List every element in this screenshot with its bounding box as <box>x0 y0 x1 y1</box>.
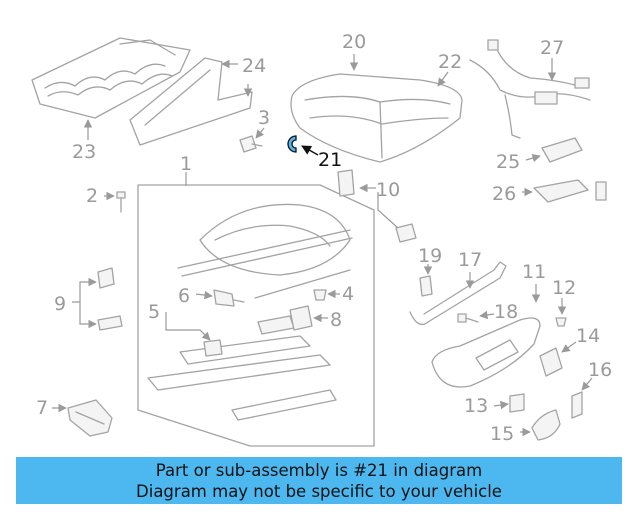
banner-line-2: Diagram may not be specific to your vehi… <box>136 482 502 501</box>
label-9: 9 <box>54 293 66 315</box>
part-9-brackets <box>72 267 123 331</box>
part-6-motor <box>195 289 245 307</box>
part-26-bracket <box>522 179 607 203</box>
banner-line-1: Part or sub-assembly is #21 in diagram <box>155 461 483 480</box>
part-22-cover <box>437 71 449 87</box>
part-7-component <box>52 399 113 437</box>
label-16: 16 <box>588 359 612 381</box>
label-19: 19 <box>418 245 442 267</box>
part-11-side-shield <box>431 284 541 388</box>
part-16-knob <box>571 377 593 419</box>
part-24-side-pad <box>129 57 253 146</box>
label-4: 4 <box>342 283 354 305</box>
label-20: 20 <box>342 31 366 53</box>
label-2: 2 <box>86 185 98 207</box>
label-15: 15 <box>490 423 514 445</box>
part-2-bolt <box>104 191 126 213</box>
part-14-switch <box>539 341 577 377</box>
label-17: 17 <box>458 249 482 271</box>
label-22: 22 <box>438 51 462 73</box>
label-14: 14 <box>576 325 600 347</box>
label-27: 27 <box>540 37 564 59</box>
label-18: 18 <box>494 301 518 323</box>
part-25-module <box>525 137 583 163</box>
label-10: 10 <box>376 179 400 201</box>
part-3-screw <box>239 127 265 153</box>
part-20-seat-cushion <box>290 54 463 163</box>
label-11: 11 <box>522 261 546 283</box>
label-6: 6 <box>178 285 190 307</box>
part-5-seat-track <box>147 312 337 421</box>
part-17-lever <box>409 261 507 326</box>
label-26: 26 <box>492 183 516 205</box>
label-21: 21 <box>318 149 342 171</box>
part-1-seat-frame <box>137 172 375 447</box>
label-25: 25 <box>496 151 520 173</box>
label-13: 13 <box>464 395 488 417</box>
part-8-motor <box>257 305 328 335</box>
label-7: 7 <box>36 397 48 419</box>
label-3: 3 <box>258 107 270 129</box>
part-4-clip <box>313 289 340 301</box>
label-12: 12 <box>552 277 576 299</box>
label-23: 23 <box>72 141 96 163</box>
part-19-switch <box>419 264 433 297</box>
part-27-wiring-harness <box>469 39 591 139</box>
part-13-cap <box>493 393 525 413</box>
part-18-screw <box>457 310 495 323</box>
label-1: 1 <box>180 153 192 175</box>
label-24: 24 <box>242 55 266 77</box>
label-5: 5 <box>148 301 160 323</box>
label-8: 8 <box>330 309 342 331</box>
info-banner: Part or sub-assembly is #21 in diagram D… <box>16 457 622 504</box>
part-23-heater-mat <box>31 37 191 140</box>
part-12-clip <box>555 298 567 327</box>
part-15-cover <box>520 409 561 441</box>
part-10-trim <box>337 169 417 243</box>
part-21-clip <box>287 135 319 156</box>
